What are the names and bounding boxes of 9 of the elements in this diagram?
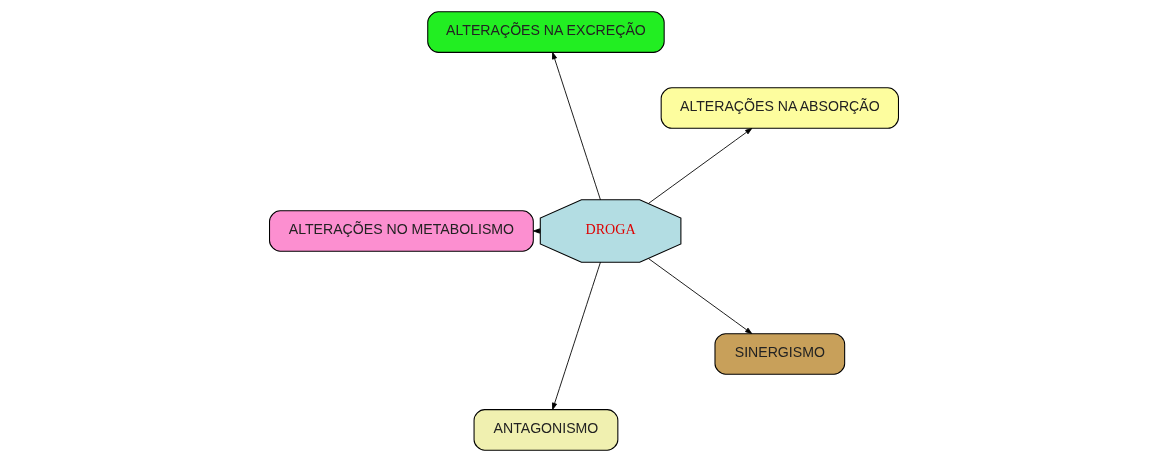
node-box: ALTERAÇÕES NA EXCREÇÃO [427, 11, 665, 53]
node-box: ANTAGONISMO [473, 409, 619, 451]
node-box: SINERGISMO [714, 333, 846, 375]
node-box: ALTERAÇÕES NA ABSORÇÃO [660, 87, 899, 129]
node-box: ALTERAÇÕES NO METABOLISMO [269, 210, 534, 252]
arrow [552, 261, 601, 410]
arrow [552, 52, 601, 201]
arrow [648, 128, 753, 204]
arrow [648, 258, 753, 334]
